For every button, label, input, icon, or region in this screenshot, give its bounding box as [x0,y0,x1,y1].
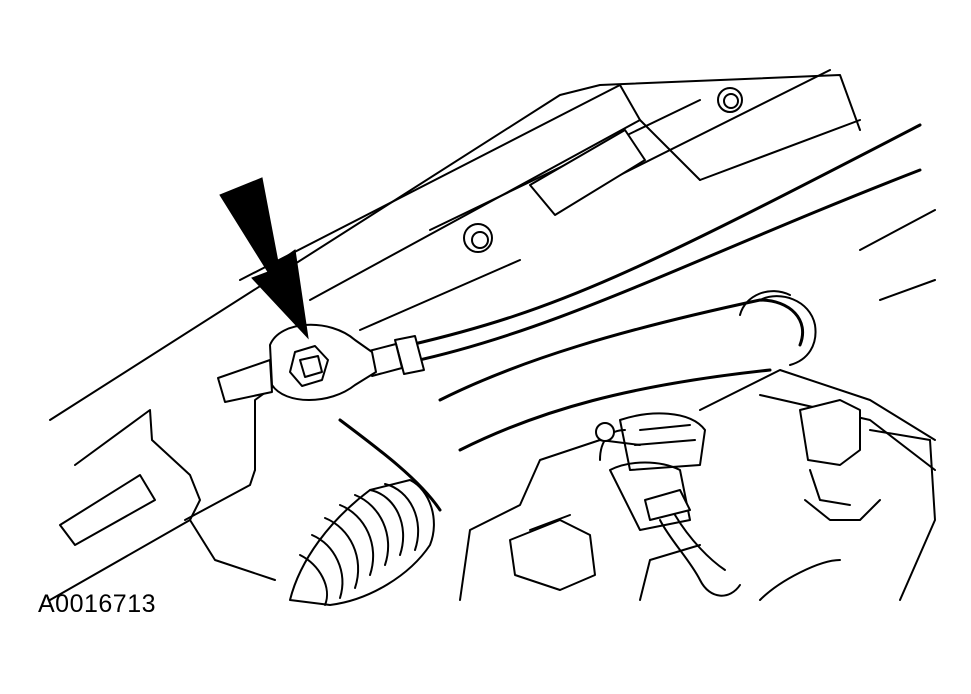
figure-id-label: A0016713 [38,590,157,618]
lower-components [459,209,936,601]
ground-bolt [289,345,329,387]
frame-rail [239,69,861,471]
rail-slot [529,129,646,216]
arrow-pointer [219,177,309,340]
coolant-hose [338,290,817,512]
body-panel [49,74,861,601]
connector-block [509,519,596,591]
fastener-1 [595,422,615,442]
clip-bracket [799,399,861,466]
mounting-tab [217,359,273,403]
rack-boot [289,479,435,606]
